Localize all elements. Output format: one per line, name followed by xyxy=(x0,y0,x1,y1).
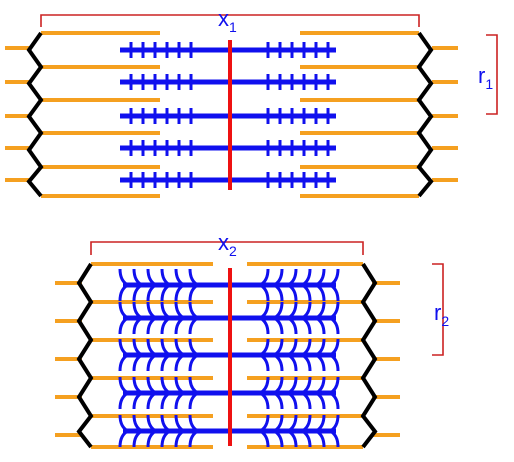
x1-label: x1 xyxy=(218,6,237,35)
myosin-head xyxy=(259,429,270,448)
myosin-head xyxy=(160,353,171,372)
myosin-head xyxy=(273,316,284,335)
myosin-head xyxy=(259,316,270,335)
myosin-head xyxy=(118,301,129,320)
myosin-head xyxy=(174,429,185,448)
z-line-left xyxy=(26,31,44,198)
myosin-head xyxy=(132,283,143,302)
myosin-head xyxy=(329,429,340,448)
myosin-head xyxy=(118,429,129,448)
myosin-head xyxy=(315,316,326,335)
myosin-head xyxy=(315,391,326,410)
myosin-head xyxy=(132,316,143,335)
myosin-head xyxy=(146,429,157,448)
myosin-head xyxy=(146,391,157,410)
myosin-head xyxy=(315,353,326,372)
z-line-right xyxy=(360,262,378,449)
myosin-head xyxy=(118,353,129,372)
myosin-head xyxy=(287,353,298,372)
myosin-head xyxy=(146,283,157,302)
myosin-head xyxy=(273,429,284,448)
myosin-head xyxy=(174,283,185,302)
myosin-head xyxy=(301,316,312,335)
x1-bracket xyxy=(40,14,420,27)
r2-bracket xyxy=(432,263,444,356)
myosin-head xyxy=(188,429,199,448)
myosin-head xyxy=(118,268,129,287)
myosin-head xyxy=(118,316,129,335)
myosin-head xyxy=(160,429,171,448)
r1-bracket xyxy=(486,34,498,115)
myosin-head xyxy=(329,283,340,302)
myosin-head xyxy=(287,429,298,448)
myosin-head xyxy=(118,391,129,410)
myosin-head xyxy=(329,316,340,335)
x2-bracket xyxy=(90,241,364,255)
myosin-head xyxy=(273,283,284,302)
myosin-head xyxy=(287,391,298,410)
myosin-head xyxy=(287,316,298,335)
myosin-head xyxy=(301,353,312,372)
myosin-head xyxy=(301,429,312,448)
r2-label: r2 xyxy=(434,300,449,329)
myosin-head xyxy=(146,353,157,372)
myosin-head xyxy=(273,353,284,372)
myosin-head xyxy=(315,429,326,448)
myosin-head xyxy=(329,268,340,287)
myosin-head xyxy=(132,353,143,372)
myosin-head xyxy=(315,283,326,302)
myosin-head xyxy=(174,391,185,410)
myosin-head xyxy=(188,283,199,302)
myosin-head xyxy=(132,391,143,410)
myosin-head xyxy=(301,391,312,410)
myosin-head xyxy=(301,283,312,302)
myosin-head xyxy=(188,316,199,335)
x2-label: x2 xyxy=(218,230,237,259)
myosin-head xyxy=(259,283,270,302)
myosin-head xyxy=(118,283,129,302)
z-line-left xyxy=(76,262,94,449)
myosin-head xyxy=(146,316,157,335)
myosin-head xyxy=(329,301,340,320)
myosin-head xyxy=(174,316,185,335)
myosin-head xyxy=(160,283,171,302)
myosin-head xyxy=(132,429,143,448)
myosin-head xyxy=(160,316,171,335)
myosin-head xyxy=(329,353,340,372)
myosin-head xyxy=(259,391,270,410)
relaxed-sarcomere xyxy=(5,31,458,198)
myosin-head xyxy=(287,283,298,302)
myosin-head xyxy=(188,353,199,372)
myosin-head xyxy=(273,391,284,410)
contracted-sarcomere xyxy=(55,262,400,449)
z-line-right xyxy=(416,31,434,198)
r1-label: r1 xyxy=(478,63,493,92)
myosin-head xyxy=(188,391,199,410)
myosin-head xyxy=(259,353,270,372)
myosin-head xyxy=(174,353,185,372)
myosin-head xyxy=(329,391,340,410)
myosin-head xyxy=(160,391,171,410)
